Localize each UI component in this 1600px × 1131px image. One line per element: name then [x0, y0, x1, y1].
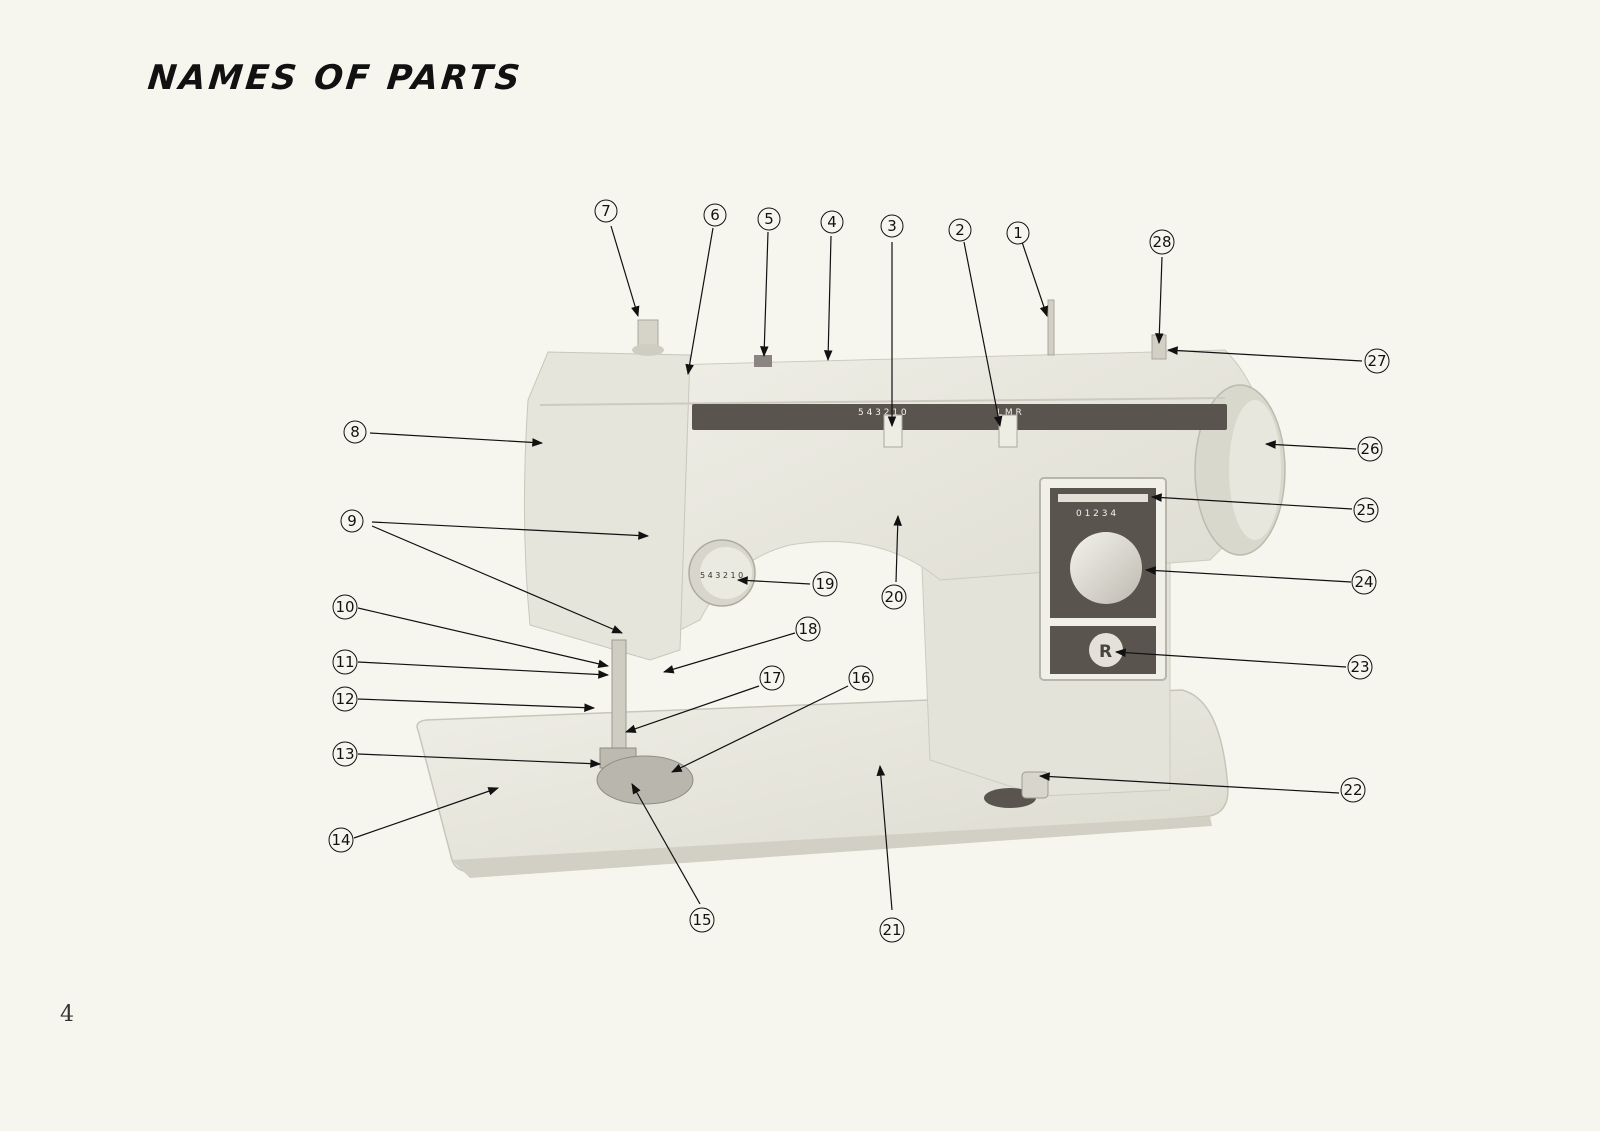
callout-16: 16 — [849, 666, 873, 690]
stitch-scale-bar — [692, 404, 1227, 430]
callout-6: 6 — [704, 204, 726, 226]
svg-text:7: 7 — [601, 202, 611, 220]
callout-2: 2 — [949, 219, 971, 241]
svg-text:27: 27 — [1367, 352, 1386, 370]
svg-text:22: 22 — [1343, 781, 1362, 799]
svg-text:2: 2 — [955, 221, 965, 239]
svg-text:24: 24 — [1354, 573, 1373, 591]
callout-25: 25 — [1354, 498, 1378, 522]
callout-21: 21 — [880, 918, 904, 942]
svg-text:11: 11 — [335, 653, 354, 671]
stitch-length-scale: 0 1 2 3 4 — [1076, 509, 1116, 519]
callout-24: 24 — [1352, 570, 1376, 594]
svg-text:25: 25 — [1356, 501, 1375, 519]
callout-11: 11 — [333, 650, 357, 674]
callout-23: 23 — [1348, 655, 1372, 679]
svg-text:17: 17 — [762, 669, 781, 687]
svg-text:23: 23 — [1350, 658, 1369, 676]
svg-text:18: 18 — [798, 620, 817, 638]
svg-text:14: 14 — [331, 831, 350, 849]
callout-15: 15 — [690, 908, 714, 932]
reverse-button-label: R — [1099, 642, 1112, 662]
svg-text:19: 19 — [815, 575, 834, 593]
svg-text:13: 13 — [335, 745, 354, 763]
svg-text:21: 21 — [882, 921, 901, 939]
callout-19: 19 — [813, 572, 837, 596]
callout-10: 10 — [333, 595, 357, 619]
machine-head — [524, 352, 690, 660]
pattern-selector-dial — [1070, 532, 1142, 604]
svg-text:8: 8 — [350, 423, 360, 441]
callout-28: 28 — [1150, 230, 1174, 254]
stitch-width-lever — [884, 415, 902, 447]
callout-7: 7 — [595, 200, 617, 222]
svg-text:4: 4 — [827, 213, 837, 231]
svg-text:1: 1 — [1013, 224, 1023, 242]
callout-20: 20 — [882, 585, 906, 609]
callout-4: 4 — [821, 211, 843, 233]
callout-14: 14 — [329, 828, 353, 852]
needle-plate-shape — [597, 756, 693, 804]
svg-text:12: 12 — [335, 690, 354, 708]
svg-text:20: 20 — [884, 588, 903, 606]
needle-bar-shape — [612, 640, 626, 750]
callout-18: 18 — [796, 617, 820, 641]
callout-1: 1 — [1007, 222, 1029, 244]
callout-17: 17 — [760, 666, 784, 690]
needle-position-lever — [999, 415, 1017, 447]
spool-pin-shape — [1048, 300, 1054, 355]
callout-9: 9 — [341, 510, 363, 532]
callout-12: 12 — [333, 687, 357, 711]
svg-text:3: 3 — [887, 217, 897, 235]
callout-22: 22 — [1341, 778, 1365, 802]
callout-13: 13 — [333, 742, 357, 766]
svg-text:26: 26 — [1360, 440, 1379, 458]
callout-8: 8 — [344, 421, 366, 443]
callout-3: 3 — [881, 215, 903, 237]
svg-text:5: 5 — [764, 210, 774, 228]
sewing-machine: 5 4 3 2 1 0 L M R 0 1 2 3 4 R 5 4 3 2 1 … — [417, 300, 1285, 878]
svg-text:6: 6 — [710, 206, 720, 224]
svg-text:28: 28 — [1152, 233, 1171, 251]
callout-5: 5 — [758, 208, 780, 230]
svg-text:10: 10 — [335, 598, 354, 616]
stitch-length-dial-digits: 5 4 3 2 1 0 — [700, 571, 743, 580]
svg-text:16: 16 — [851, 669, 870, 687]
svg-text:15: 15 — [692, 911, 711, 929]
svg-text:9: 9 — [347, 512, 357, 530]
callout-26: 26 — [1358, 437, 1382, 461]
callout-27: 27 — [1365, 349, 1389, 373]
